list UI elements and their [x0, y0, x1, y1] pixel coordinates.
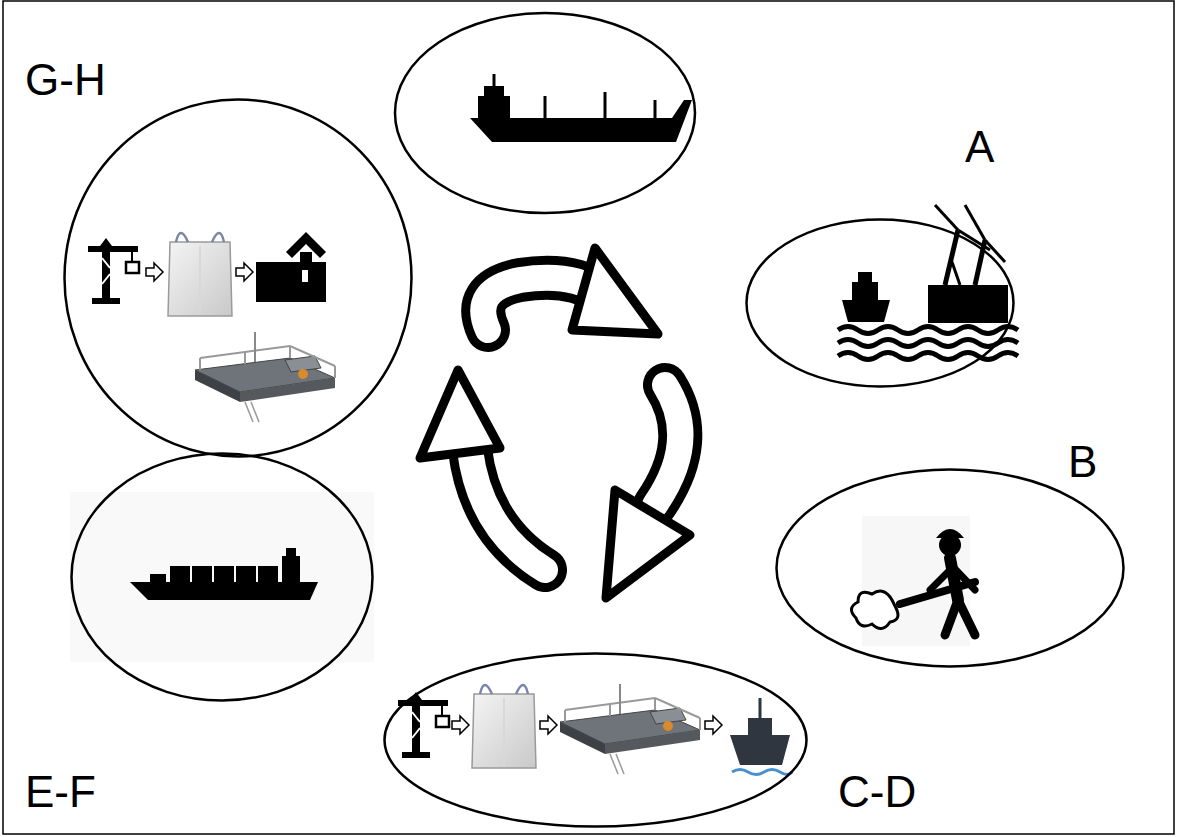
ellipse-outline: [383, 652, 808, 828]
ellipse-outline: [63, 98, 413, 458]
ellipse-shape: [72, 454, 373, 701]
stage-ellipse: C-D: [383, 652, 808, 828]
ellipse-outline: [775, 468, 1125, 668]
ellipse-shape: [747, 220, 1014, 387]
step-label: E-F: [25, 770, 96, 814]
ellipse-shape: [65, 100, 412, 457]
step-label: A: [965, 125, 994, 169]
stage-ellipse: E-F: [70, 452, 374, 702]
step-label: B: [1068, 440, 1097, 484]
ellipse-shape: [385, 654, 807, 827]
step-label: G-H: [25, 58, 106, 102]
stage-ellipse: A: [745, 218, 1015, 388]
ellipse-shape: [777, 470, 1124, 667]
ellipse-outline: [745, 218, 1015, 388]
stage-ellipse: G-H: [63, 98, 413, 458]
stage-ellipse: B: [775, 468, 1125, 668]
step-label: C-D: [838, 770, 916, 814]
ellipse-outline: [70, 452, 374, 702]
